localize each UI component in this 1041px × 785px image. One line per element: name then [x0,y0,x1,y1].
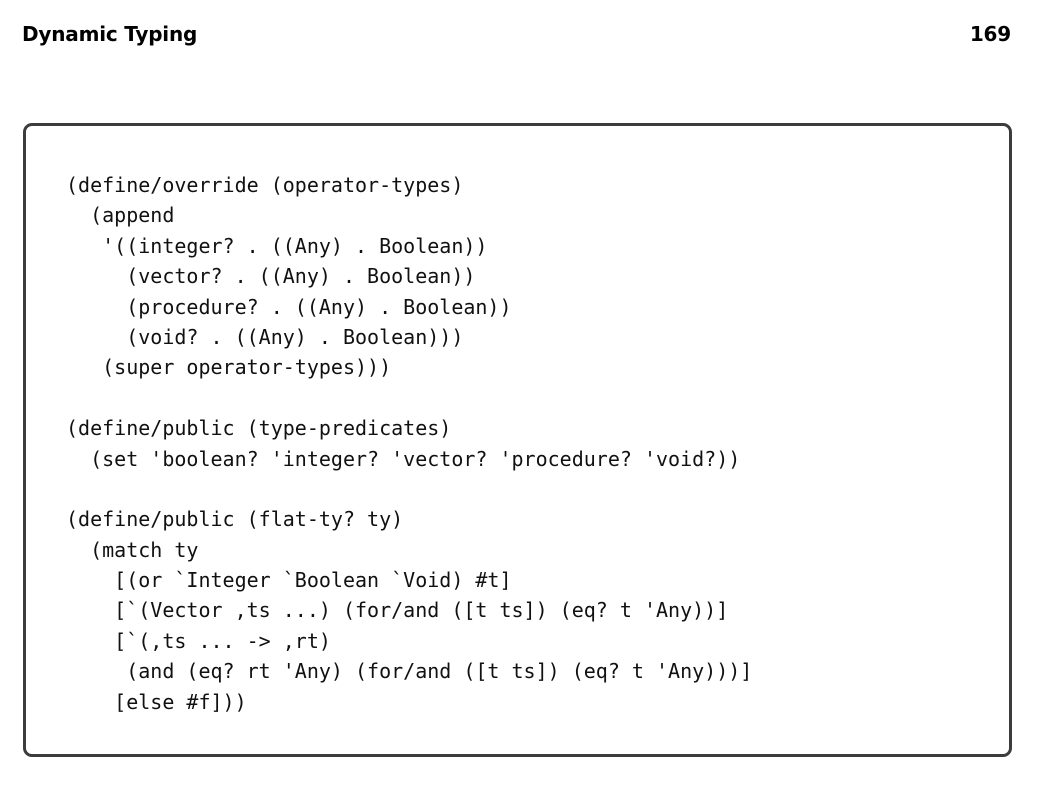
code-line: (define/public (type-predicates) [66,416,452,441]
code-line: [`(Vector ,ts ...) (for/and ([t ts]) (eq… [66,598,729,623]
page-header: Dynamic Typing 169 [22,20,1011,48]
code-line: (procedure? . ((Any) . Boolean)) [66,294,512,319]
code-line: (and (eq? rt 'Any) (for/and ([t ts]) (eq… [66,659,753,684]
code-line: (super operator-types))) [66,355,392,380]
code-line: (vector? . ((Any) . Boolean)) [66,264,476,289]
code-line: (set 'boolean? 'integer? 'vector? 'proce… [66,446,741,471]
code-line: [(or `Integer `Boolean `Void) #t] [66,568,512,593]
running-head-title: Dynamic Typing [22,22,198,46]
code-line: (define/override (operator-types) [66,173,464,197]
code-line: [`(,ts ... -> ,rt) [66,628,331,653]
page-number: 169 [969,22,1011,46]
code-line: [else #f])) [66,689,247,714]
code-line: (match ty [66,537,199,562]
code-line: (define/public (flat-ty? ty) [66,507,404,532]
code-line: (append [66,203,175,228]
code-line [66,383,752,413]
code-listing-frame [23,123,1012,757]
code-line [66,474,752,504]
code-line: (void? . ((Any) . Boolean))) [66,324,464,349]
code-line: '((integer? . ((Any) . Boolean)) [66,233,488,258]
code-listing: (define/override (operator-types) (appen… [66,170,752,717]
